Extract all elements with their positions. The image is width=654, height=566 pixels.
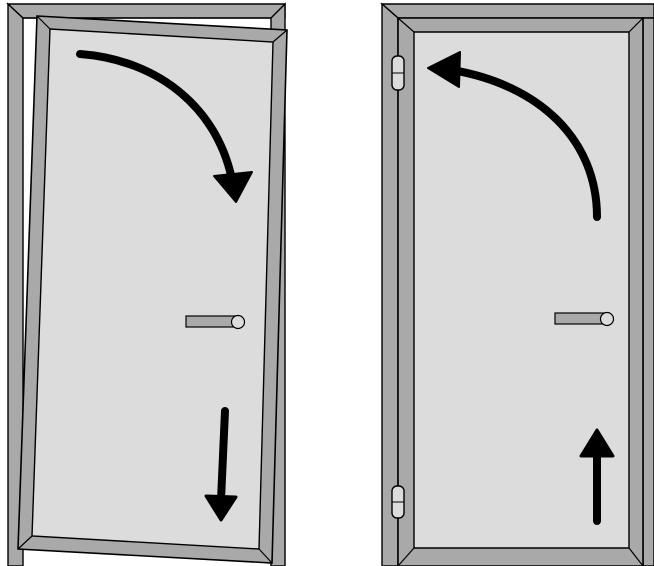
- left-door-assembly: [6, 2, 288, 566]
- right-door-jamb: [380, 2, 654, 566]
- curved-arrow-up-left-icon: [427, 51, 601, 221]
- straight-arrow-up-icon: [579, 428, 615, 525]
- door-handle-icon: [185, 314, 246, 330]
- hinge-icon: [391, 485, 405, 519]
- hinge-icon: [391, 55, 405, 91]
- right-door-leaf: [397, 17, 644, 566]
- curved-arrow-down-right-icon: [76, 50, 253, 203]
- door-handle-icon: [554, 311, 615, 327]
- left-door-leaf: [17, 15, 288, 564]
- straight-arrow-down-icon: [204, 407, 238, 522]
- right-door-assembly: [380, 2, 654, 566]
